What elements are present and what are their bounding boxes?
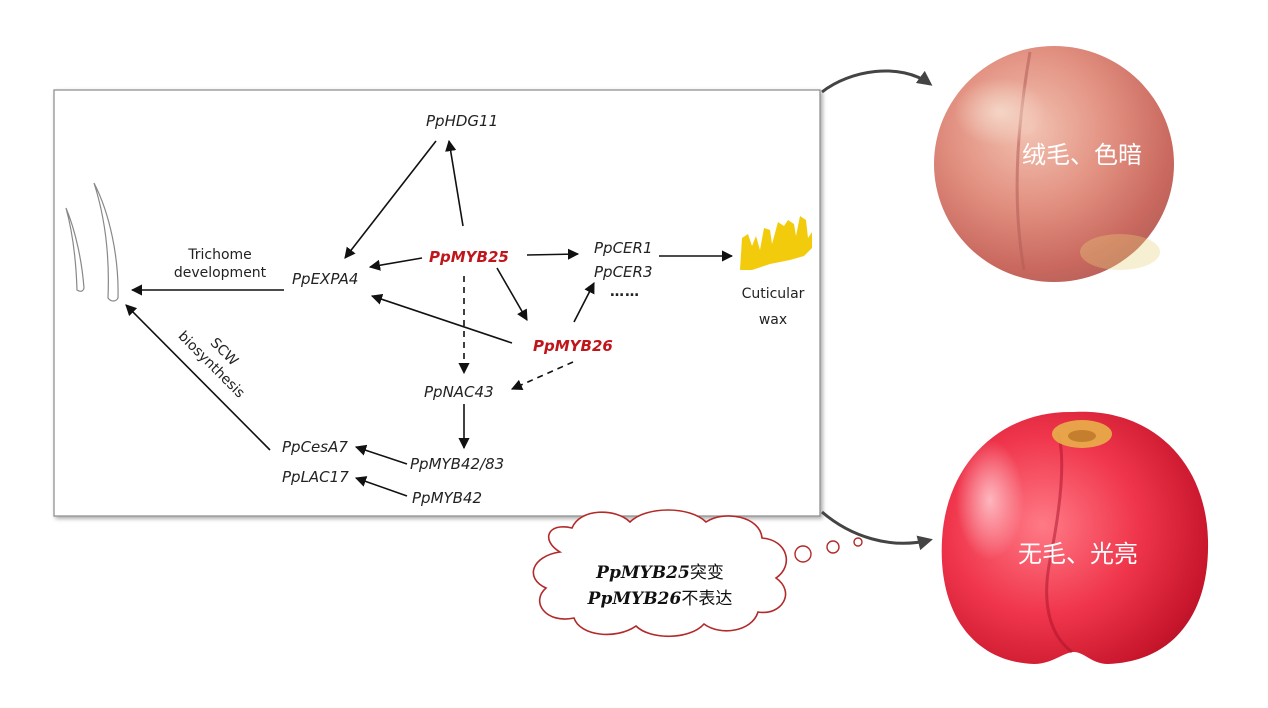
node-myb4283: PpMYB42/83	[410, 455, 504, 473]
label-trichome-line2: development	[174, 265, 267, 281]
node-myb25: PpMYB25	[429, 248, 509, 266]
node-cer-more: ……	[610, 284, 640, 300]
arrow-myb4283-to-cesa7	[354, 444, 408, 465]
arrow-myb26-to-cer	[573, 282, 595, 323]
thought-bubble: PpMYB25突变 PpMYB26不表达	[532, 509, 863, 638]
nectarine-label: 无毛、光亮	[1018, 540, 1138, 568]
diagram-panel	[53, 89, 821, 517]
arrow-scw-to-trichome	[125, 304, 271, 451]
peach-label: 绒毛、色暗	[1022, 141, 1142, 169]
connector-to-peach	[821, 69, 933, 94]
bubble-line1-text: 突变	[690, 563, 724, 583]
thought-dot	[794, 545, 812, 563]
arrow-myb25-to-expa4	[368, 257, 423, 271]
node-myb42: PpMYB42	[412, 489, 482, 507]
arrow-myb26-to-nac43	[510, 361, 574, 391]
arrow-myb26-to-expa4	[370, 293, 513, 344]
cuticular-wax-icon	[740, 216, 812, 270]
label-trichome-line1: Trichome	[187, 247, 252, 263]
node-cesa7: PpCesA7	[282, 438, 348, 456]
label-cuticular-line1: Cuticular	[742, 286, 805, 302]
node-cer3: PpCER3	[594, 263, 652, 281]
connector-to-nectarine	[821, 510, 933, 551]
arrow-hdg11-to-expa4	[344, 140, 437, 259]
node-lac17: PpLAC17	[282, 468, 349, 486]
label-cuticular-line2: wax	[759, 312, 787, 328]
arrow-myb25-to-myb26	[496, 267, 528, 321]
node-myb26: PpMYB26	[533, 337, 613, 355]
bubble-line1-gene: PpMYB25	[595, 563, 690, 583]
thought-dot	[853, 537, 863, 547]
node-nac43: PpNAC43	[424, 383, 494, 401]
arrow-myb42-to-lac17	[354, 476, 408, 497]
bubble-line2: PpMYB26不表达	[587, 589, 733, 609]
pathway-arrows	[125, 139, 734, 497]
bubble-line2-text: 不表达	[681, 589, 732, 609]
arrow-myb25-to-hdg11	[445, 139, 464, 227]
node-hdg11: PpHDG11	[426, 112, 498, 130]
trichome-illustration	[65, 182, 119, 302]
node-cer1: PpCER1	[594, 239, 652, 257]
thought-dot	[826, 540, 840, 554]
bubble-line2-gene: PpMYB26	[587, 589, 682, 609]
bubble-line1: PpMYB25突变	[595, 563, 724, 583]
nectarine-image: 无毛、光亮	[941, 411, 1209, 664]
arrow-myb25-to-cer	[526, 248, 580, 260]
node-expa4: PpEXPA4	[292, 270, 358, 288]
peach-image: 绒毛、色暗	[934, 46, 1174, 282]
